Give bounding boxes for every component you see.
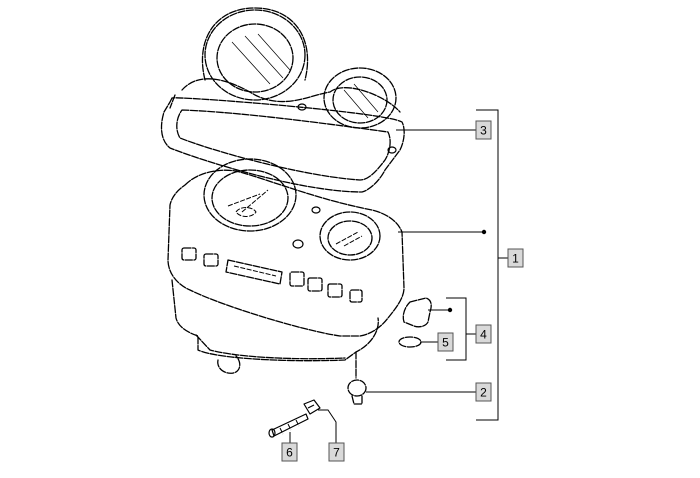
seal-ring-part: [398, 336, 422, 348]
callout-5: 5: [437, 332, 454, 352]
callout-2-label: 2: [480, 386, 487, 400]
instrument-housing-part: [167, 158, 405, 374]
leader-lines: [289, 109, 508, 443]
callout-4: 4: [475, 324, 492, 344]
callout-1: 1: [507, 248, 524, 268]
bracket-clip-part: [303, 399, 321, 415]
callout-1-label: 1: [512, 252, 519, 266]
instrument-cover-part: [160, 7, 405, 193]
callout-5-label: 5: [442, 336, 449, 350]
screw-part: [268, 413, 309, 438]
callout-3-label: 3: [480, 124, 487, 138]
indicator-lens-part: [402, 297, 432, 328]
callout-6: 6: [281, 442, 298, 462]
callout-7-label: 7: [333, 446, 340, 460]
callout-2: 2: [475, 382, 492, 402]
bulb-part: [347, 351, 367, 405]
callout-7: 7: [328, 442, 345, 462]
callout-3: 3: [475, 120, 492, 140]
callout-4-label: 4: [480, 328, 487, 342]
callout-6-label: 6: [286, 446, 293, 460]
